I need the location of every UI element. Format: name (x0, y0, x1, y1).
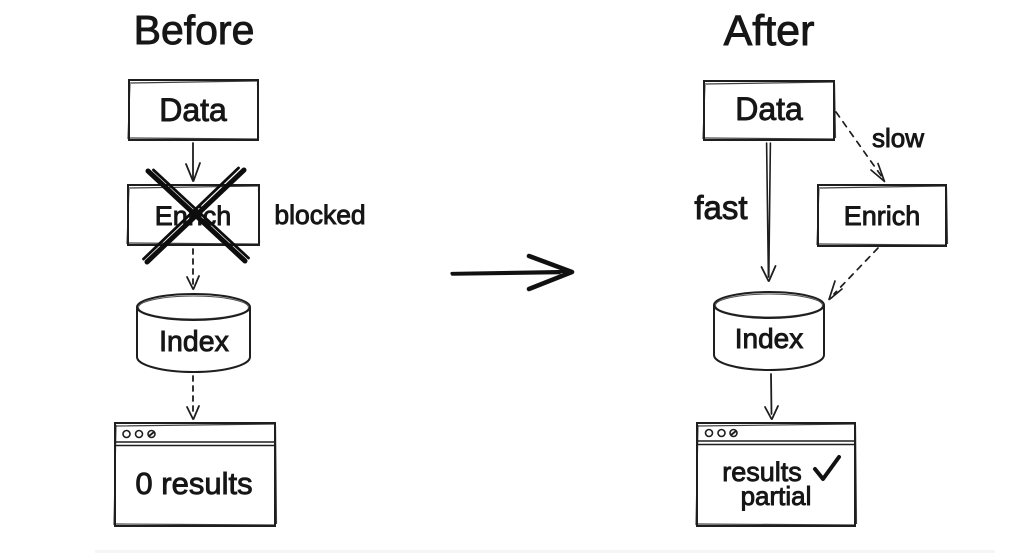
svg-text:Enrich: Enrich (844, 201, 921, 231)
svg-text:Data: Data (159, 92, 227, 128)
svg-text:Before: Before (134, 7, 255, 53)
svg-text:partial: partial (741, 481, 812, 511)
svg-text:Index: Index (735, 323, 804, 354)
svg-text:After: After (724, 7, 815, 55)
svg-text:0 results: 0 results (135, 466, 252, 501)
svg-text:results: results (722, 457, 802, 487)
svg-text:Data: Data (735, 91, 803, 127)
svg-text:Index: Index (159, 326, 229, 358)
svg-text:blocked: blocked (274, 200, 365, 230)
svg-text:fast: fast (694, 189, 747, 226)
svg-text:slow: slow (872, 123, 924, 153)
